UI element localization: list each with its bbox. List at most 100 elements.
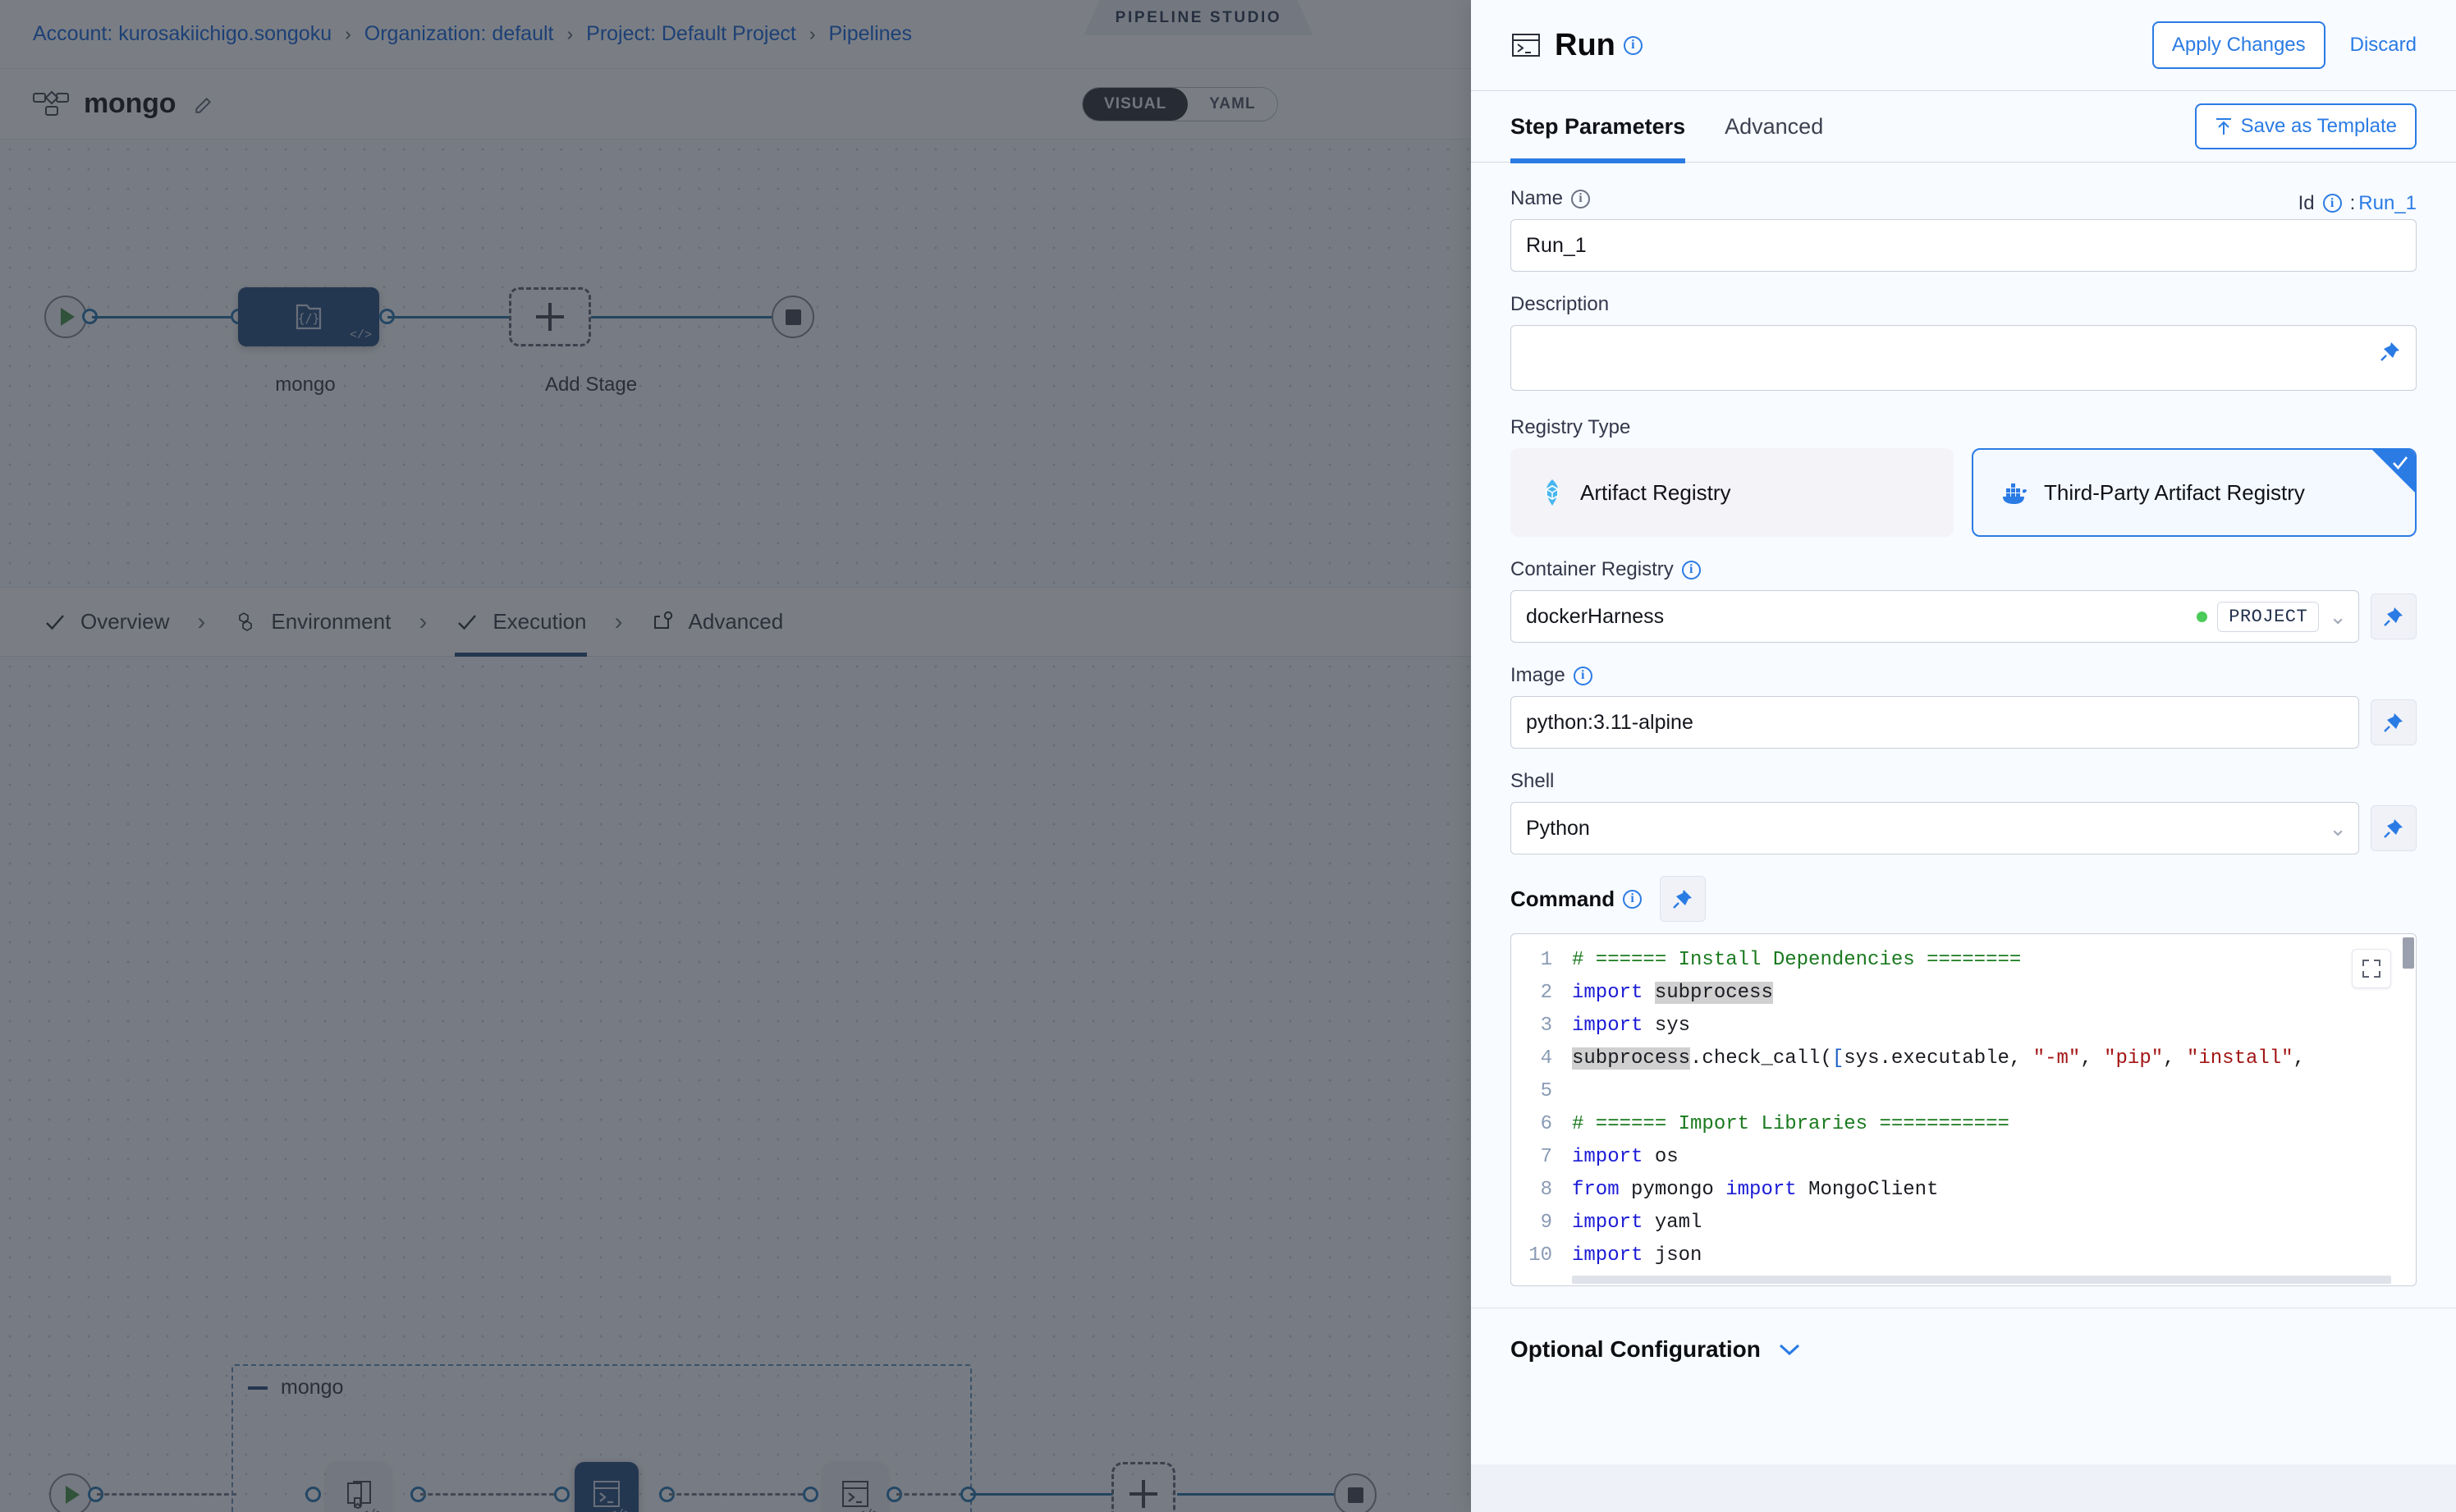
pipeline-studio-label: PIPELINE STUDIO xyxy=(1116,9,1282,27)
info-icon[interactable]: i xyxy=(2323,194,2342,213)
description-textarea[interactable] xyxy=(1510,325,2417,391)
shell-pin-button[interactable] xyxy=(2371,805,2417,851)
step-in-port xyxy=(305,1487,321,1502)
pin-icon xyxy=(2383,606,2404,627)
terminal-icon xyxy=(837,1476,873,1512)
editor-scrollbar-vertical[interactable] xyxy=(2403,937,2414,969)
registry-type-cards: Artifact Registry xyxy=(1510,448,2417,537)
chevron-down-icon[interactable]: ⌄ xyxy=(2329,818,2347,839)
stage-canvas[interactable]: {/} </> mongo Add Stage xyxy=(0,140,1471,587)
code-line: 5 xyxy=(1511,1075,2416,1108)
step-in-port xyxy=(803,1487,818,1502)
code-token: import xyxy=(1572,982,1655,1004)
line-number: 5 xyxy=(1511,1075,1572,1108)
step-node-gitclone-1[interactable]: </> xyxy=(327,1462,391,1512)
breadcrumb-organization[interactable]: Organization: default xyxy=(364,22,554,46)
code-token: pymongo xyxy=(1631,1179,1725,1201)
command-group: Command i 1# ====== Install Dependencies… xyxy=(1510,876,2417,1286)
tab-advanced[interactable]: Advanced xyxy=(651,587,784,657)
code-token: subprocess xyxy=(1655,982,1773,1004)
panel-header: Run i Apply Changes Discard xyxy=(1471,0,2456,90)
container-registry-pin-button[interactable] xyxy=(2371,593,2417,639)
expand-editor-button[interactable] xyxy=(2352,949,2391,988)
info-icon[interactable]: i xyxy=(1571,190,1590,208)
stop-icon xyxy=(1348,1487,1363,1503)
image-input[interactable] xyxy=(1510,696,2359,749)
tab-environment[interactable]: Environment xyxy=(233,587,391,657)
info-icon[interactable]: i xyxy=(1623,890,1642,909)
pin-icon xyxy=(2383,712,2404,733)
connector xyxy=(591,316,792,318)
apply-changes-button[interactable]: Apply Changes xyxy=(2152,21,2325,69)
group-name: mongo xyxy=(281,1376,343,1400)
discard-button[interactable]: Discard xyxy=(2350,34,2417,57)
name-input[interactable] xyxy=(1510,219,2417,272)
container-registry-select[interactable]: dockerHarness PROJECT ⌄ xyxy=(1510,590,2359,643)
chevron-down-icon[interactable] xyxy=(1779,1343,1800,1356)
code-token: json xyxy=(1655,1244,1702,1267)
info-icon[interactable]: i xyxy=(1624,36,1643,55)
harness-artifact-icon xyxy=(1539,479,1565,506)
toggle-visual[interactable]: VISUAL xyxy=(1083,88,1188,121)
registry-option-label: Third-Party Artifact Registry xyxy=(2044,480,2305,506)
step-node-run-1[interactable]: </> xyxy=(575,1462,639,1512)
tab-advanced-label: Advanced xyxy=(689,609,784,635)
add-step-button[interactable] xyxy=(1111,1462,1175,1512)
info-icon[interactable]: i xyxy=(1682,561,1701,580)
execution-canvas[interactable]: mongo </> GitClone_1 xyxy=(0,657,1471,1512)
chevron-down-icon[interactable]: ⌄ xyxy=(2329,606,2347,627)
optional-configuration-section[interactable]: Optional Configuration xyxy=(1471,1308,2456,1391)
code-text: subprocess.check_call([sys.executable, "… xyxy=(1572,1042,2305,1075)
tab-execution[interactable]: Execution xyxy=(455,587,586,657)
command-pin-button[interactable] xyxy=(1660,876,1706,922)
tab-overview[interactable]: Overview xyxy=(43,587,169,657)
pipeline-start-node xyxy=(44,296,87,338)
container-registry-label: Container Registry xyxy=(1510,558,1674,581)
group-collapse-toggle[interactable]: mongo xyxy=(248,1376,343,1400)
code-line: 1# ====== Install Dependencies ======== xyxy=(1511,944,2416,977)
tab-environment-label: Environment xyxy=(271,609,391,635)
panel-tabs: Step Parameters Advanced Save as Templat… xyxy=(1471,90,2456,163)
breadcrumb-pipelines[interactable]: Pipelines xyxy=(829,22,912,46)
edit-pencil-icon[interactable] xyxy=(194,94,215,115)
shell-group: Shell Python ⌄ xyxy=(1510,770,2417,855)
code-token: .check_call( xyxy=(1690,1047,1832,1070)
command-code-editor[interactable]: 1# ====== Install Dependencies ========2… xyxy=(1510,933,2417,1286)
breadcrumb-account[interactable]: Account: kurosakiichigo.songoku xyxy=(33,22,332,46)
tab-step-parameters[interactable]: Step Parameters xyxy=(1510,90,1685,163)
description-label: Description xyxy=(1510,293,2417,316)
editor-scrollbar-horizontal[interactable] xyxy=(1572,1276,2391,1284)
breadcrumb-separator-icon: › xyxy=(809,25,816,44)
breadcrumb-project[interactable]: Project: Default Project xyxy=(586,22,796,46)
connector xyxy=(92,316,238,318)
add-stage-button[interactable] xyxy=(509,287,591,346)
code-line: 6# ====== Import Libraries =========== xyxy=(1511,1108,2416,1141)
description-pin-button[interactable] xyxy=(2371,332,2410,371)
step-code-badge: </> xyxy=(858,1508,880,1512)
stage-node-mongo[interactable]: {/} </> xyxy=(238,287,379,346)
scope-status-dot xyxy=(2197,612,2207,622)
code-token: import xyxy=(1572,1212,1655,1234)
code-text: import yaml xyxy=(1572,1207,1702,1239)
check-icon xyxy=(43,610,67,635)
code-lines[interactable]: 1# ====== Install Dependencies ========2… xyxy=(1511,934,2416,1285)
toggle-yaml[interactable]: YAML xyxy=(1188,88,1276,121)
expand-icon xyxy=(2361,958,2382,979)
registry-option-artifact-registry[interactable]: Artifact Registry xyxy=(1510,448,1954,537)
save-as-template-button[interactable]: Save as Template xyxy=(2195,103,2417,149)
image-pin-button[interactable] xyxy=(2371,699,2417,745)
line-number: 2 xyxy=(1511,977,1572,1010)
info-icon[interactable]: i xyxy=(1574,667,1592,685)
step-node-run-2[interactable]: </> xyxy=(823,1462,887,1512)
code-token: "pip" xyxy=(2104,1047,2163,1070)
tab-panel-advanced[interactable]: Advanced xyxy=(1725,90,1823,163)
shell-select[interactable]: Python ⌄ xyxy=(1510,802,2359,855)
code-token: # ====== Install Dependencies ======== xyxy=(1572,949,2021,971)
step-in-port xyxy=(554,1487,570,1502)
line-number: 4 xyxy=(1511,1042,1572,1075)
pipeline-icon xyxy=(33,90,69,118)
line-number: 3 xyxy=(1511,1010,1572,1042)
visual-yaml-toggle[interactable]: VISUAL YAML xyxy=(1082,87,1278,121)
code-token: yaml xyxy=(1655,1212,1702,1234)
registry-option-third-party[interactable]: Third-Party Artifact Registry xyxy=(1972,448,2417,537)
